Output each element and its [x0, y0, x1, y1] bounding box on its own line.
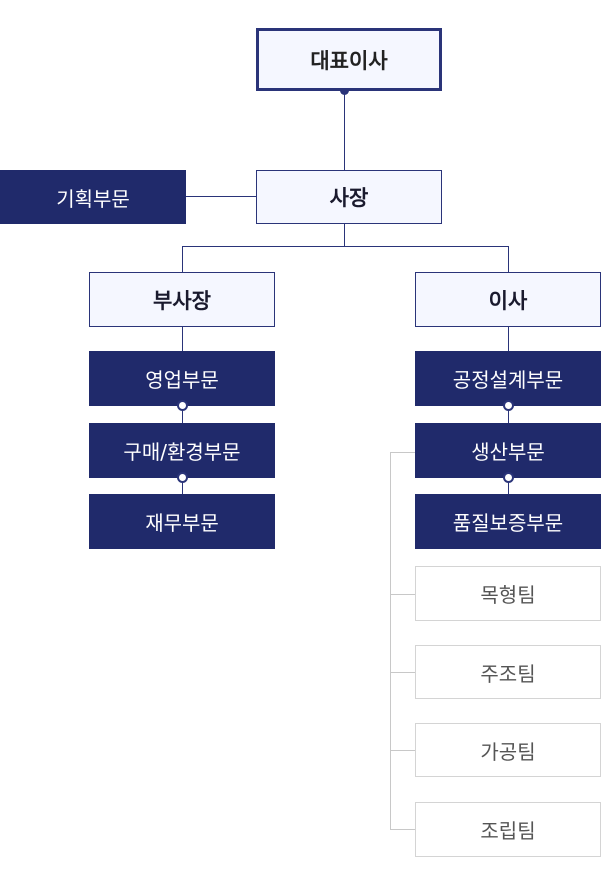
connector-vp — [182, 246, 183, 272]
team-connector-vertical — [390, 452, 391, 829]
connector-ring — [503, 472, 514, 483]
casting-team-box: 주조팀 — [415, 645, 601, 699]
process-design-division-box: 공정설계부문 — [415, 351, 601, 406]
president-box: 사장 — [256, 170, 442, 224]
ceo-box: 대표이사 — [256, 28, 442, 91]
assembly-team-box: 조립팀 — [415, 802, 601, 857]
connector-ring — [177, 400, 188, 411]
vice-president-box: 부사장 — [89, 272, 275, 327]
team-connector-3 — [390, 750, 415, 751]
team-connector-4 — [390, 829, 415, 830]
connector-planning — [186, 196, 256, 197]
team-connector-top — [390, 452, 415, 453]
team-connector-2 — [390, 672, 415, 673]
finance-division-box: 재무부문 — [89, 494, 275, 549]
connector-director-depts — [508, 327, 509, 351]
planning-division-box: 기획부문 — [0, 170, 186, 224]
quality-assurance-division-box: 품질보증부문 — [415, 494, 601, 549]
sales-division-box: 영업부문 — [89, 351, 275, 406]
director-box: 이사 — [415, 272, 601, 327]
production-division-box: 생산부문 — [415, 423, 601, 478]
connector-director — [508, 246, 509, 272]
connector-president-down — [344, 224, 345, 246]
connector-ring — [177, 472, 188, 483]
pattern-team-box: 목형팀 — [415, 566, 601, 621]
connector-vp-depts — [182, 327, 183, 351]
connector-ring — [503, 400, 514, 411]
connector-ceo-president — [344, 91, 345, 170]
purchasing-environment-division-box: 구매/환경부문 — [89, 423, 275, 478]
team-connector-1 — [390, 594, 415, 595]
machining-team-box: 가공팀 — [415, 723, 601, 777]
connector-branch — [182, 246, 508, 247]
